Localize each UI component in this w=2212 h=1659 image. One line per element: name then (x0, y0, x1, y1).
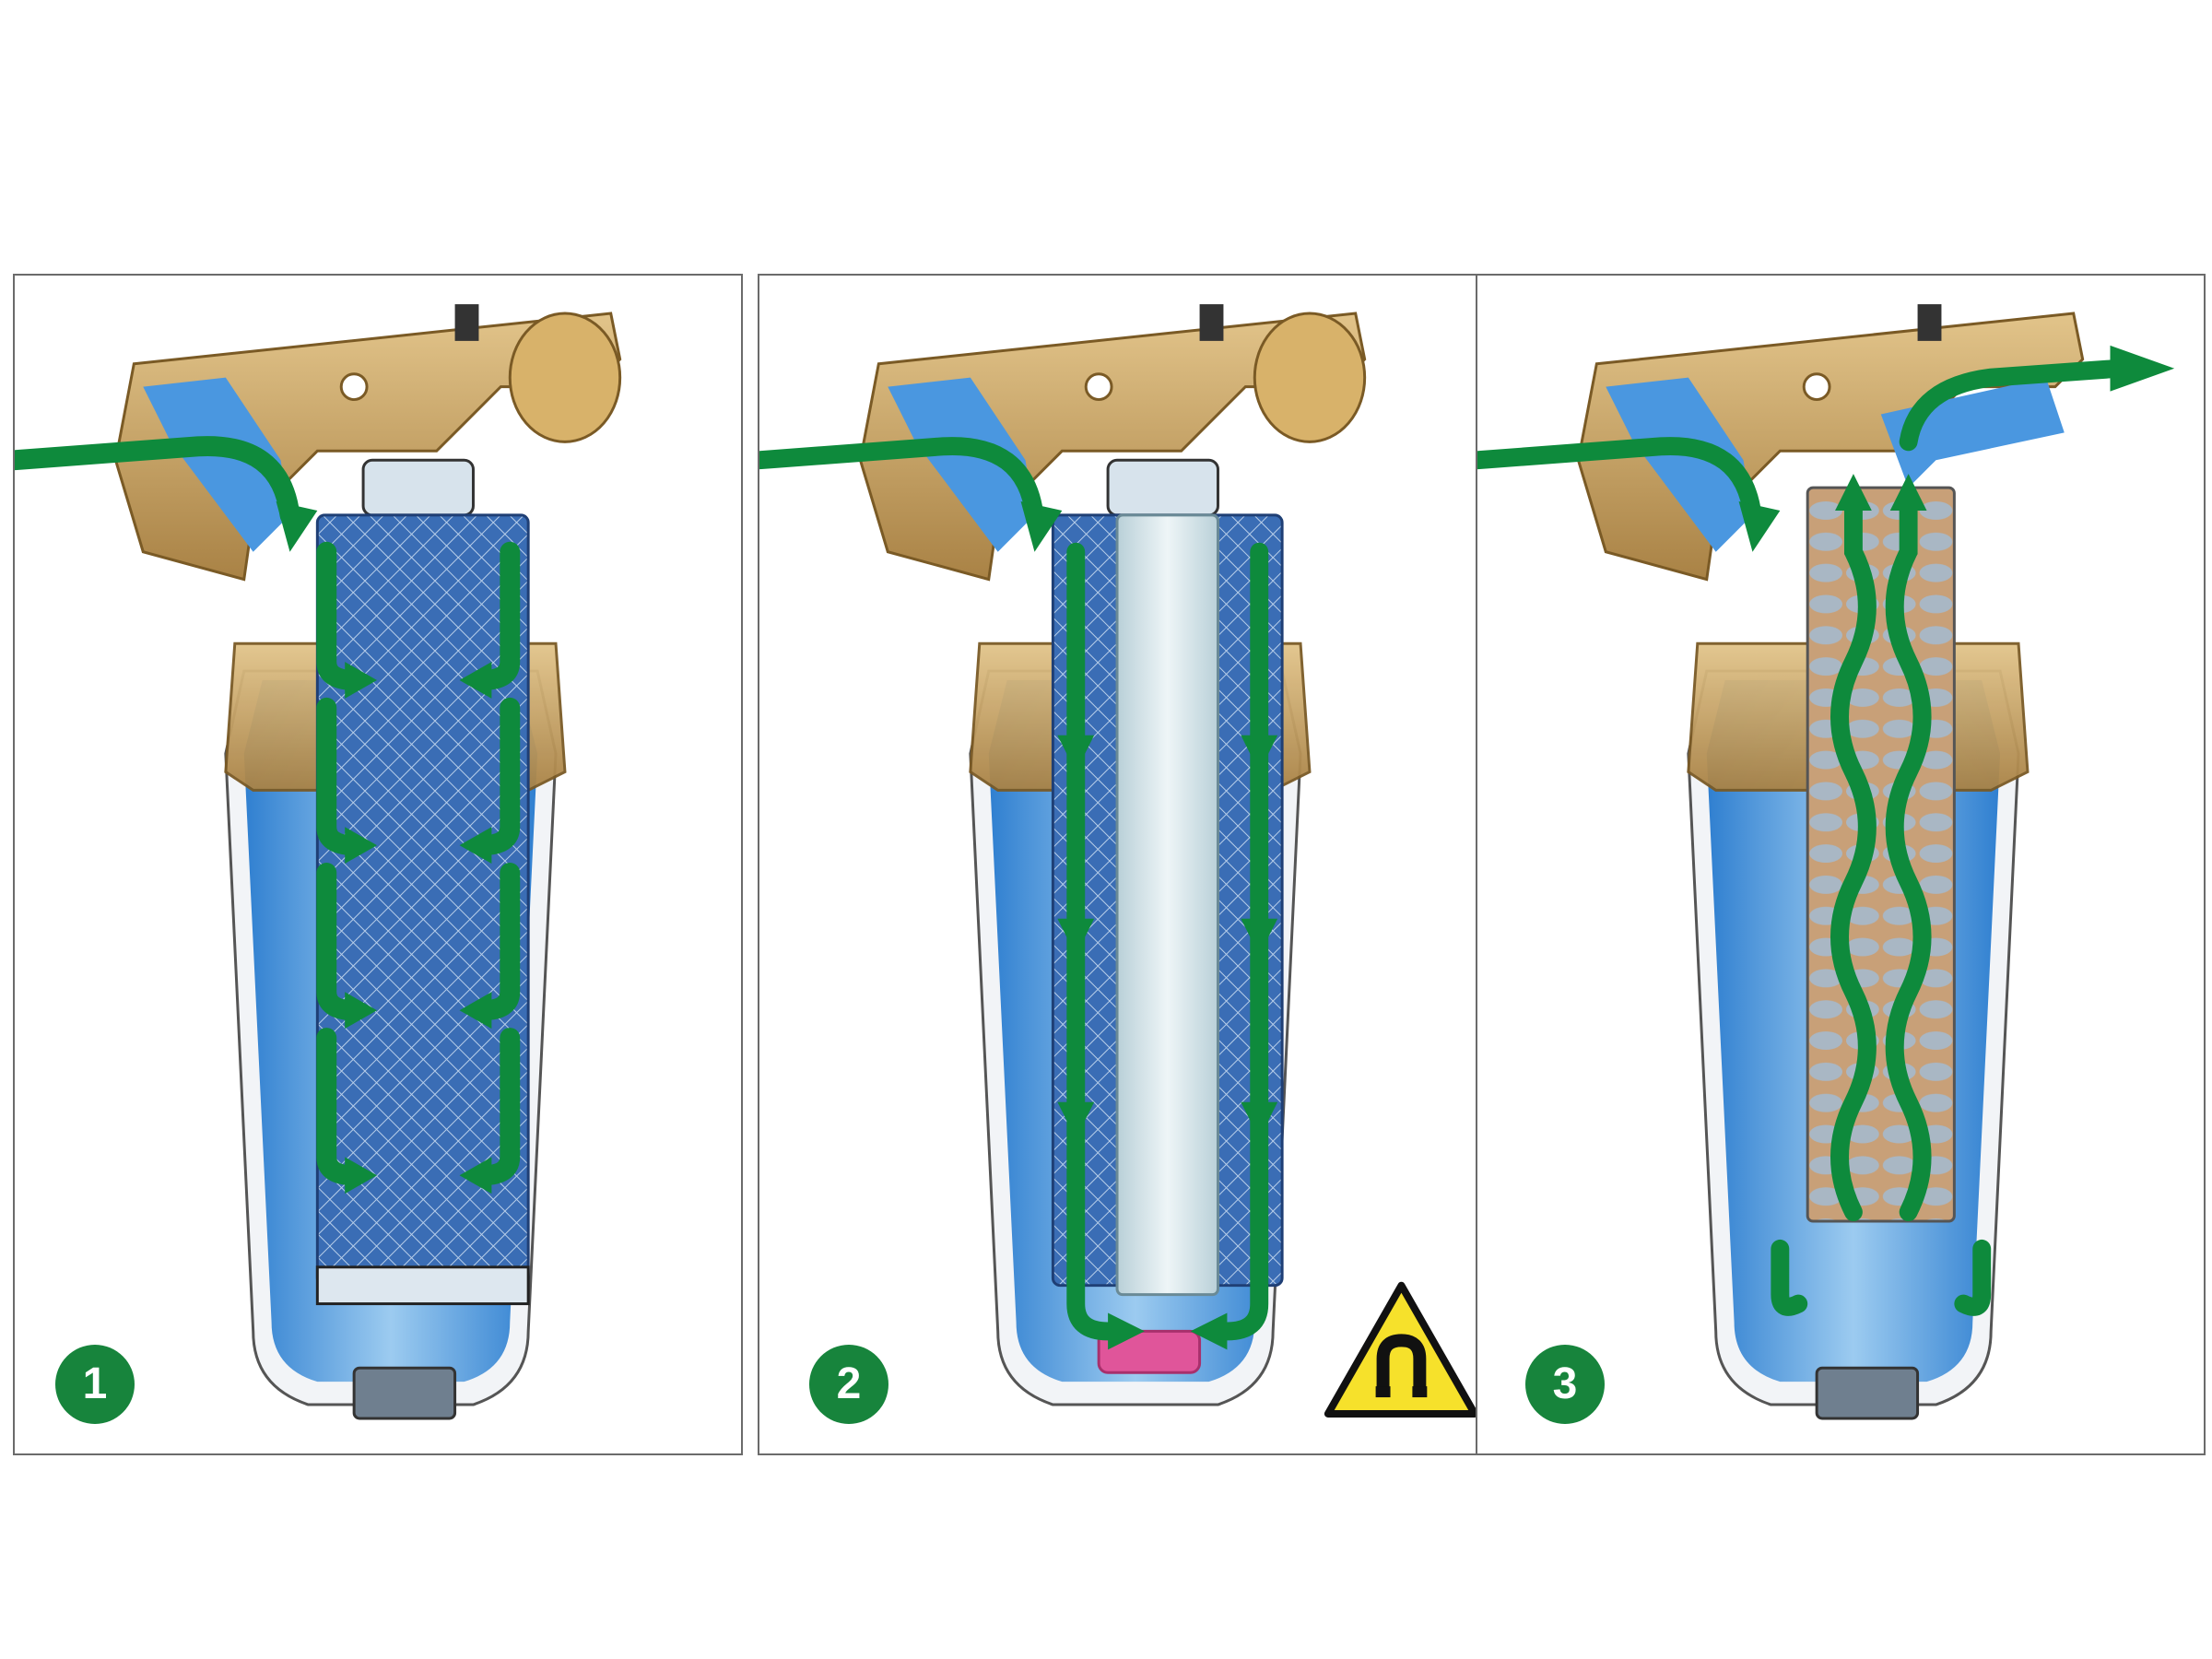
step-badge-1: 1 (55, 1345, 135, 1424)
vent-screw (1199, 304, 1224, 341)
cartridge-top-ring (361, 458, 475, 517)
magnetic-filter-cutaway (759, 304, 1479, 1418)
mounting-hole (339, 372, 369, 402)
step-badge-3: 3 (1525, 1345, 1605, 1424)
drain-plug (1815, 1366, 1920, 1420)
outlet-pipe (508, 312, 622, 443)
inlet-channel (143, 377, 290, 552)
panel-spiral-filter: 3 (1476, 274, 2206, 1455)
outlet-pipe (1253, 312, 1367, 443)
mounting-hole (1084, 372, 1113, 402)
flow-arrows-icon (759, 437, 1269, 1341)
step-number: 3 (1552, 1359, 1578, 1408)
spiral-cartridge (1806, 486, 1956, 1223)
inlet-channel (888, 377, 1035, 552)
step-number: 1 (82, 1359, 108, 1408)
flow-arrows-icon (1477, 359, 2129, 1316)
inlet-channel (1606, 377, 1753, 552)
step-badge-2: 2 (809, 1345, 888, 1424)
cartridge-bottom-ring (315, 1265, 530, 1306)
mesh-filter-cutaway (15, 304, 622, 1420)
magnetic-core-tube (1115, 513, 1219, 1297)
drain-plug (352, 1366, 457, 1420)
spiral-filter-cutaway (1477, 304, 2175, 1420)
vent-screw (1917, 304, 1942, 341)
mounting-hole (1802, 372, 1831, 402)
outlet-arrow-icon (2110, 345, 2175, 392)
panel-mesh-filter: 1 (13, 274, 743, 1455)
vent-screw (454, 304, 479, 341)
step-number: 2 (836, 1359, 862, 1408)
panel-magnetic-filter: 2 (758, 274, 1488, 1455)
cartridge-top-ring (1106, 458, 1219, 517)
magnet-warning-icon (1324, 1281, 1479, 1418)
